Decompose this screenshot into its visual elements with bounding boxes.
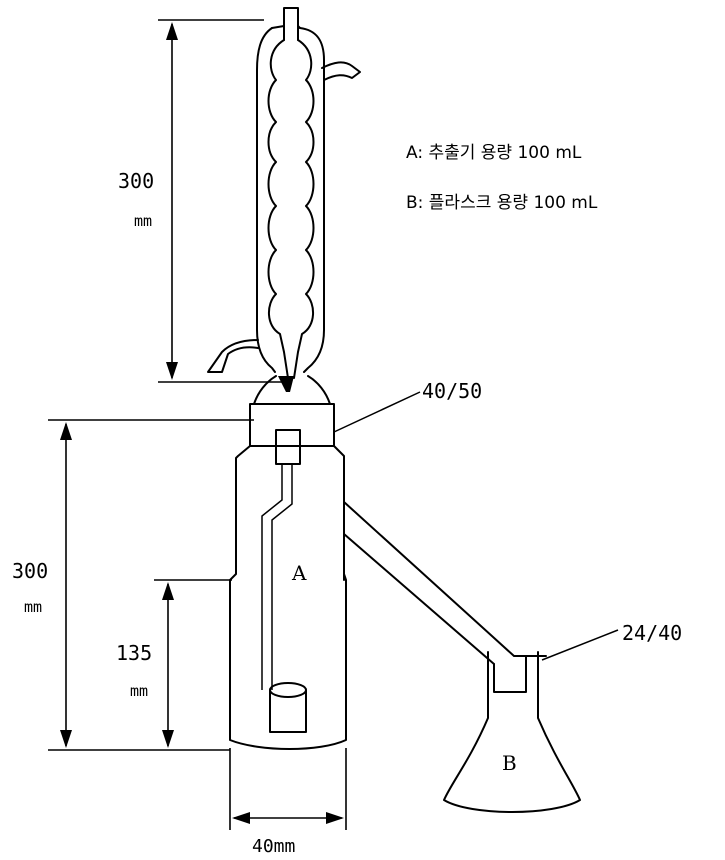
extractor-height-unit: mm — [24, 598, 42, 616]
joint-upper-label: 40/50 — [422, 379, 482, 403]
joint-lower-label: 24/40 — [622, 621, 682, 645]
legend-b: B: 플라스크 용량 100 mL — [406, 193, 598, 213]
extractor-label: A — [291, 561, 307, 585]
condenser-height-value: 300 — [118, 169, 154, 193]
siphon-height-value: 135 — [116, 641, 152, 665]
joint-callouts: 40/50 24/40 — [333, 379, 682, 661]
legend-a: A: 추출기 용량 100 mL — [406, 143, 582, 163]
siphon-height-unit: mm — [130, 682, 148, 700]
flask-label: B — [502, 751, 517, 775]
extractor-height-value: 300 — [12, 559, 48, 583]
extractor-width-label: 40mm — [252, 836, 295, 857]
condenser-height-unit: mm — [134, 212, 152, 230]
ground-joint-upper — [249, 375, 335, 447]
dimension-condenser-height: 300 mm — [118, 19, 284, 383]
dimension-extractor-height: 300 mm — [12, 419, 254, 751]
reflux-condenser — [207, 7, 361, 392]
dimension-siphon-height: 135 mm — [116, 579, 232, 748]
extractor-body — [229, 429, 547, 750]
round-flask — [443, 651, 581, 813]
dimension-extractor-width: 40mm — [229, 748, 347, 857]
